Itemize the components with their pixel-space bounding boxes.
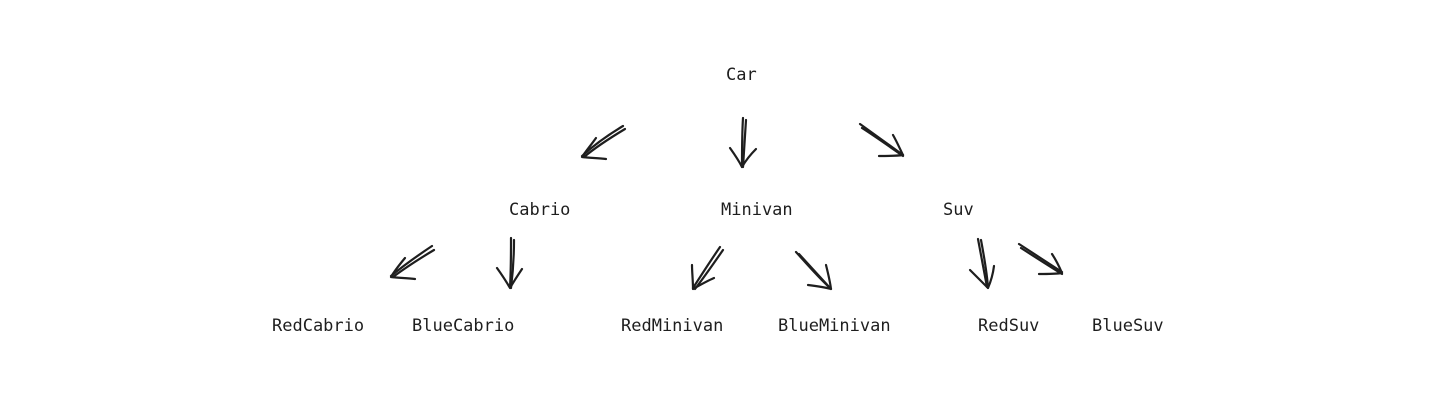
node-red-cabrio: RedCabrio [272, 316, 365, 336]
arrow-minivan-to-blueminivan [794, 250, 833, 291]
node-red-minivan: RedMinivan [621, 316, 724, 336]
node-car: Car [726, 65, 757, 85]
arrow-minivan-to-redminivan [690, 245, 725, 291]
node-blue-cabrio: BlueCabrio [412, 316, 515, 336]
node-red-suv: RedSuv [978, 316, 1040, 336]
node-minivan: Minivan [721, 200, 793, 220]
arrow-cabrio-to-redcabrio [389, 244, 436, 281]
node-suv: Suv [943, 200, 974, 220]
arrow-suv-to-bluesuv [1017, 242, 1064, 276]
arrow-car-to-minivan [728, 116, 758, 169]
node-blue-suv: BlueSuv [1092, 316, 1164, 336]
arrow-cabrio-to-bluecabrio [495, 236, 524, 290]
arrow-car-to-cabrio [580, 124, 627, 161]
node-blue-minivan: BlueMinivan [778, 316, 891, 336]
node-cabrio: Cabrio [509, 200, 571, 220]
arrow-suv-to-redsuv [968, 237, 996, 290]
arrow-car-to-suv [858, 122, 905, 158]
